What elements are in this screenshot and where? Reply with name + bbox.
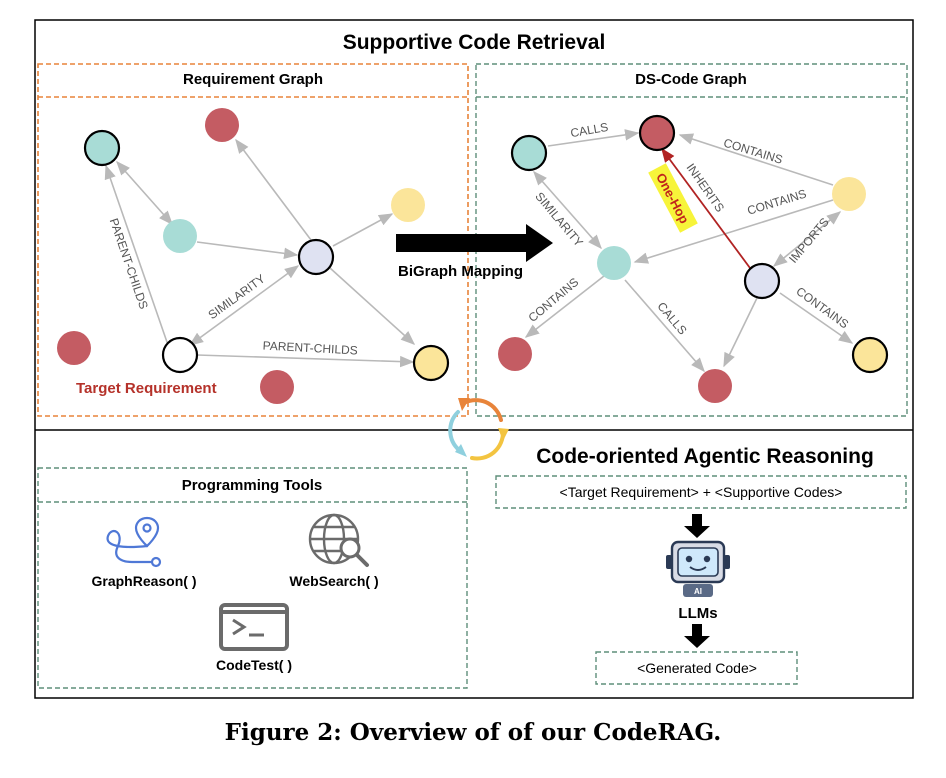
edge-contains-to-yellow xyxy=(779,292,854,344)
outer-frame xyxy=(34,19,914,699)
reasoning-input-label: <Target Requirement> + <Supportive Codes… xyxy=(560,484,843,500)
edge-lavender-to-red xyxy=(235,138,312,241)
generated-code-box xyxy=(595,651,798,685)
cycle-arrows-icon xyxy=(448,398,509,461)
edge-label-similarity: SIMILARITY xyxy=(206,272,268,323)
code-test-label: CodeTest( ) xyxy=(216,657,292,673)
ds-code-graph-title: DS-Code Graph xyxy=(635,71,747,88)
graph-reason-label: GraphReason( ) xyxy=(91,573,196,589)
reasoning-title: Code-oriented Agentic Reasoning xyxy=(536,445,874,468)
web-search-icon xyxy=(308,513,369,567)
edge-contains-teal-to-red xyxy=(524,275,605,338)
edge-label-parent-childs-horizontal: PARENT-CHILDS xyxy=(262,339,358,358)
requirement-graph-title: Requirement Graph xyxy=(183,71,323,88)
edge-calls-top xyxy=(547,129,640,147)
node-teal xyxy=(163,219,197,253)
edge-label-contains-middle: CONTAINS xyxy=(746,187,809,218)
requirement-graph-panel xyxy=(37,63,469,417)
ds-node-red-bottom xyxy=(698,369,732,403)
section-title: Supportive Code Retrieval xyxy=(343,31,606,54)
edge-target-to-lavender xyxy=(188,265,300,346)
ds-node-lavender xyxy=(743,262,781,300)
edge-calls-teal-to-red xyxy=(624,279,705,373)
terminal-icon xyxy=(219,603,289,651)
edge-target-to-top-teal xyxy=(104,164,169,346)
edge-lavender-to-red xyxy=(723,297,758,368)
requirement-graph-edges xyxy=(104,138,416,368)
bigraph-mapping-label: BiGraph Mapping xyxy=(398,263,523,280)
figure-caption: Figure 2: Overview of of our CodeRAG. xyxy=(225,719,722,746)
ds-node-red-left xyxy=(498,337,532,371)
node-bottom-red xyxy=(260,370,294,404)
edge-label-calls-bottom: CALLS xyxy=(654,299,689,337)
ds-node-teal-top xyxy=(510,134,548,172)
ds-node-red-top xyxy=(638,114,676,152)
llm-label: LLMs xyxy=(678,605,717,622)
target-requirement-label: Target Requirement xyxy=(76,380,217,397)
down-arrow-to-output xyxy=(684,624,710,648)
down-arrow-to-llm xyxy=(684,514,710,538)
edge-teal2-to-lavender xyxy=(196,241,299,260)
requirement-graph-nodes xyxy=(57,108,450,404)
robot-icon: AI xyxy=(666,540,730,597)
edge-label-calls-top: CALLS xyxy=(569,120,609,140)
edge-imports xyxy=(772,211,842,267)
edge-lavender-to-yellow xyxy=(332,213,394,247)
ds-node-teal-center xyxy=(597,246,631,280)
edge-contains-yellow-to-teal xyxy=(633,199,834,264)
route-icon xyxy=(106,516,162,568)
programming-tools-title: Programming Tools xyxy=(182,477,323,494)
edge-inherits-one-hop xyxy=(661,147,751,269)
ds-node-yellow-right xyxy=(832,177,866,211)
web-search-label: WebSearch( ) xyxy=(289,573,378,589)
ds-code-graph-nodes xyxy=(498,114,889,403)
edge-label-imports: IMPORTS xyxy=(786,215,832,266)
programming-tools-panel xyxy=(37,467,468,689)
edge-label-contains-top: CONTAINS xyxy=(722,136,785,167)
generated-code-label: <Generated Code> xyxy=(637,660,757,676)
ds-code-graph-edges xyxy=(524,129,854,373)
node-yellow-plain xyxy=(391,188,425,222)
node-top-teal xyxy=(83,129,121,167)
edge-lavender-to-yellow2 xyxy=(329,267,416,345)
reasoning-input-box xyxy=(495,475,907,509)
node-lavender xyxy=(297,238,335,276)
node-left-red xyxy=(57,331,91,365)
node-top-red xyxy=(205,108,239,142)
edge-contains-from-yellow xyxy=(678,133,834,186)
edge-top-teal-to-teal2 xyxy=(116,160,173,226)
edge-similarity xyxy=(533,170,602,250)
node-yellow-outlined xyxy=(412,344,450,382)
ds-node-yellow-outlined xyxy=(851,336,889,374)
svg-text:AI: AI xyxy=(694,587,702,596)
edge-target-to-yellow2 xyxy=(196,354,415,368)
bigraph-mapping-arrow xyxy=(396,224,553,262)
node-target-requirement xyxy=(161,336,199,374)
